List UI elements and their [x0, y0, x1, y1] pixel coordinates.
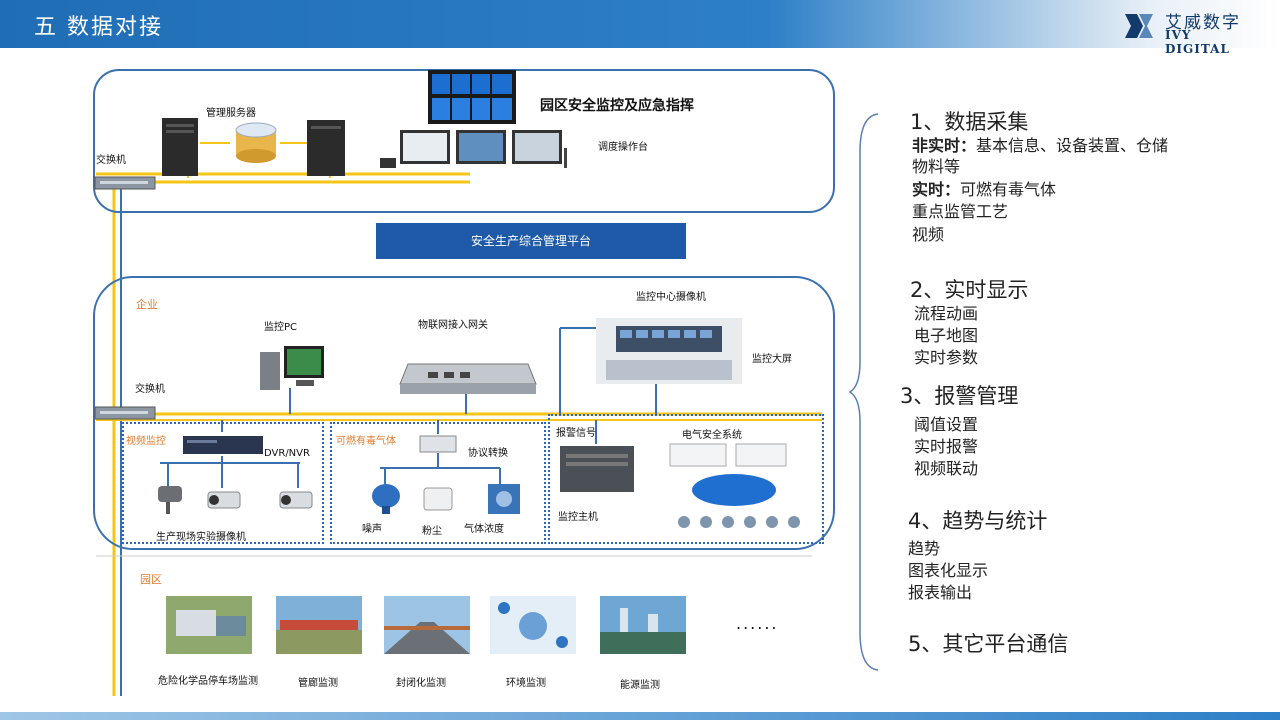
big-screen-label: 监控大屏: [752, 354, 792, 365]
video-wall-icon: [428, 70, 516, 124]
database-icon: [235, 122, 277, 163]
enterprise-switch-label: 交换机: [135, 384, 165, 395]
section-1-heading: 1、数据采集: [910, 110, 1029, 134]
monitor-host-label: 监控主机: [558, 512, 598, 523]
section-3-heading: 3、报警管理: [900, 384, 1019, 408]
monitor-pc-icon: [260, 346, 324, 390]
logo-text-cn: 艾威数字: [1165, 13, 1241, 33]
brace-icon: [848, 113, 879, 671]
section-3-item: 实时报警: [914, 437, 979, 456]
server-label: 管理服务器: [206, 108, 256, 119]
camera-group-label: 生产现场实验摄像机: [156, 532, 246, 543]
section-1-line-1-bold: 非实时：: [912, 136, 977, 155]
platform-banner: 安全生产综合管理平台: [376, 223, 686, 259]
top-switch-label: 交换机: [96, 155, 126, 166]
alarm-group-box: [548, 414, 824, 544]
camera-icon: [207, 491, 241, 509]
section-1-line-5: 视频: [912, 225, 945, 244]
camera-icon: [158, 486, 182, 514]
section-4-item: 报表输出: [908, 583, 973, 602]
park-item-closed: 封闭化监测: [396, 678, 446, 689]
monitor-host-icon: [560, 446, 634, 492]
park-item-energy: 能源监测: [620, 680, 660, 691]
company-logo: 艾威数字 IVY DIGITAL: [1123, 6, 1258, 56]
noise-sensor-icon: [372, 484, 400, 514]
gas-group-box: [330, 422, 546, 544]
page-title: 五 数据对接: [34, 15, 163, 40]
gas-item-dust: 粉尘: [422, 526, 442, 537]
console-label: 调度操作台: [598, 142, 648, 153]
park-item-parking: 危险化学品停车场监测: [158, 676, 258, 687]
server-icon: [162, 118, 198, 176]
section-1-line-3: 实时：可燃有毒气体: [912, 179, 1056, 200]
section-2-item: 流程动画: [914, 304, 979, 323]
console-monitors-icon: [380, 130, 567, 168]
enterprise-box: [93, 276, 835, 550]
section-2-item: 实时参数: [914, 348, 979, 367]
section-1-line-2: 物料等: [912, 157, 961, 176]
gas-item-noise: 噪声: [362, 524, 382, 535]
video-group-box: [122, 422, 324, 544]
park-thumb-pipe: [276, 596, 362, 654]
park-title: 园区: [140, 573, 162, 586]
section-4-item: 趋势: [908, 539, 941, 558]
electrical-system-label: 电气安全系统: [682, 430, 742, 441]
section-2-item: 电子地图: [914, 326, 979, 345]
park-item-pipe: 管廊监测: [298, 678, 338, 689]
section-1-line-1-rest: 基本信息、设备装置、仓储: [976, 136, 1169, 155]
gas-item-concentration: 气体浓度: [464, 524, 504, 535]
protocol-label: 协议转换: [468, 448, 508, 459]
feature-list: 1、数据采集 非实时：基本信息、设备装置、仓储 物料等 实时：可燃有毒气体 重点…: [880, 48, 1280, 712]
logo-text-en: IVY DIGITAL: [1165, 28, 1230, 56]
dvr-icon: [183, 436, 263, 454]
section-2-heading: 2、实时显示: [910, 278, 1029, 302]
park-thumb-energy: [600, 596, 686, 654]
section-1-line-1: 非实时：基本信息、设备装置、仓储: [912, 135, 1168, 156]
section-4-heading: 4、趋势与统计: [908, 509, 1048, 533]
alarm-signal-label: 报警信号: [556, 428, 596, 439]
monitor-room-icon: [596, 318, 742, 384]
park-thumb-closed: [384, 596, 470, 654]
park-thumb-parking: [166, 596, 252, 654]
video-group-title: 视频监控: [126, 436, 166, 447]
park-more: ......: [736, 614, 779, 633]
iot-gateway-label: 物联网接入网关: [418, 320, 488, 331]
top-section-title: 园区安全监控及应急指挥: [540, 98, 694, 114]
server-icon: [307, 120, 345, 176]
camera-icon: [279, 491, 313, 509]
protocol-converter-icon: [419, 435, 457, 453]
dvr-label: DVR/NVR: [264, 448, 310, 459]
section-4-item: 图表化显示: [908, 561, 989, 580]
monitor-pc-label: 监控PC: [264, 322, 298, 333]
switch-icon: [94, 406, 156, 420]
dust-sensor-icon: [423, 487, 453, 511]
architecture-diagram: 园区安全监控及应急指挥 管理服务器 交换机 调度操作台 安全生产综合管理平台 企…: [0, 48, 860, 712]
section-1-line-3-rest: 可燃有毒气体: [960, 180, 1057, 199]
section-5-heading: 5、其它平台通信: [908, 632, 1069, 656]
section-1-line-3-bold: 实时：: [912, 180, 961, 199]
iot-gateway-icon: [399, 363, 537, 394]
enterprise-title: 企业: [136, 298, 158, 311]
park-item-environment: 环境监测: [506, 678, 546, 689]
section-3-item: 视频联动: [914, 459, 979, 478]
park-thumb-environment: [490, 596, 576, 654]
logo-mark-icon: [1125, 14, 1153, 38]
gas-sensor-icon: [488, 484, 520, 514]
gas-group-title: 可燃有毒气体: [336, 436, 396, 447]
electrical-system-icon: [669, 443, 800, 528]
section-3-item: 阈值设置: [914, 415, 979, 434]
header-bar: 五 数据对接 艾威数字 IVY DIGITAL: [0, 0, 1280, 56]
switch-icon: [94, 176, 156, 190]
section-1-line-4: 重点监管工艺: [912, 202, 1009, 221]
center-camera-label: 监控中心摄像机: [636, 292, 706, 303]
footer-bar: [0, 712, 1280, 720]
